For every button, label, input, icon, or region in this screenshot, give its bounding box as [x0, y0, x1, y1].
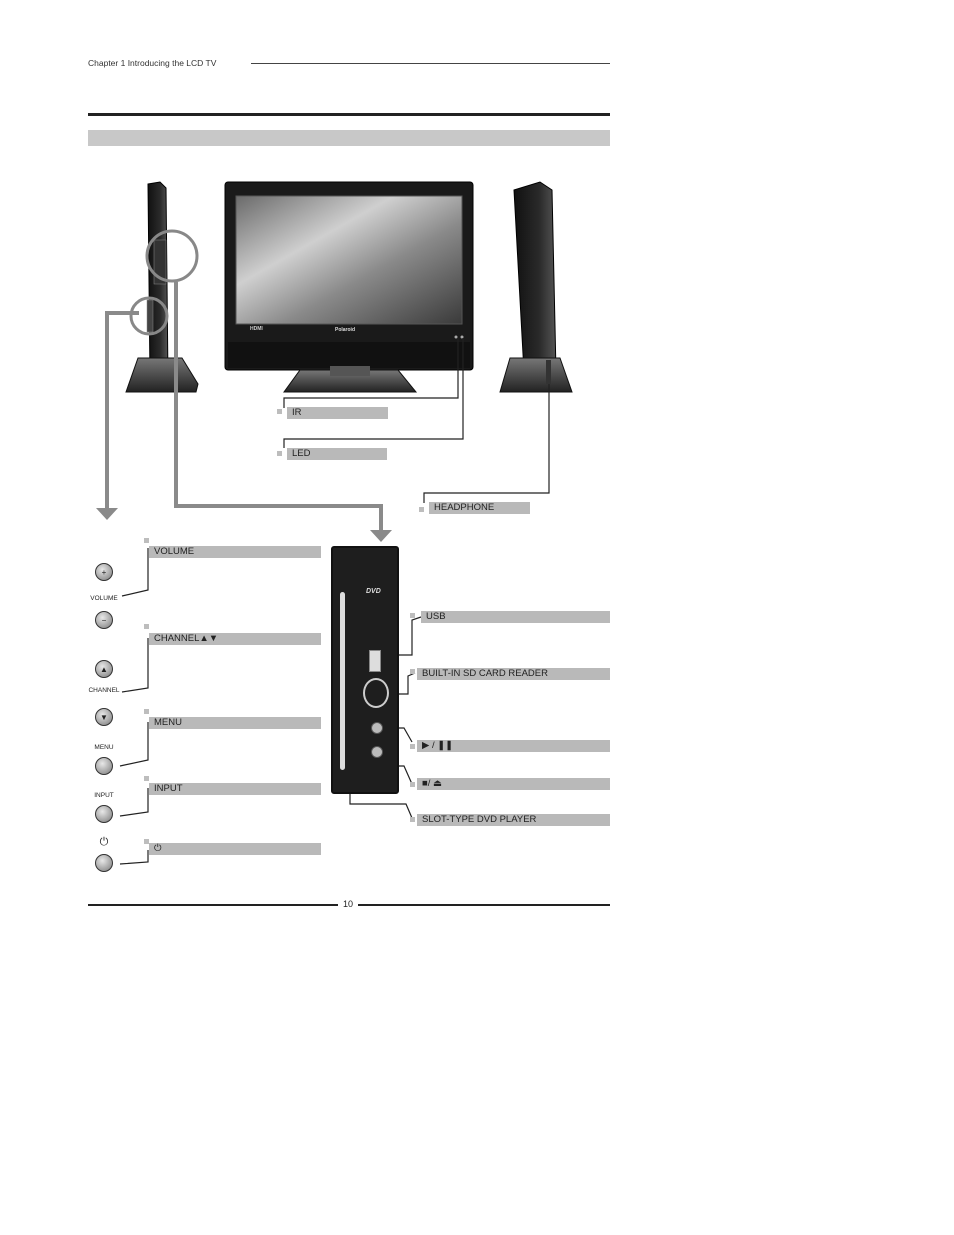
- bullet-input: [144, 776, 149, 781]
- stop-eject-button[interactable]: [371, 746, 383, 758]
- bullet-power: [144, 839, 149, 844]
- page-number: 10: [343, 899, 354, 909]
- stop-eject-label: ■/ ⏏: [417, 778, 610, 790]
- channel-caption: CHANNEL: [88, 687, 120, 694]
- play-pause-label: ▶ / ❚❚: [417, 740, 610, 752]
- menu-label: MENU: [149, 717, 321, 729]
- bullet-ir: [277, 409, 282, 414]
- channel-down-button[interactable]: ▼: [95, 708, 113, 726]
- volume-caption: VOLUME: [90, 595, 118, 602]
- left-side-view: [125, 181, 199, 393]
- power-icon: ⏻: [99, 836, 109, 848]
- bullet-channel: [144, 624, 149, 629]
- dvd-slot[interactable]: [340, 592, 345, 770]
- volume-label: VOLUME: [149, 546, 321, 558]
- bullet-volume: [144, 538, 149, 543]
- dvd-label: SLOT-TYPE DVD PLAYER: [417, 814, 610, 826]
- front-tv-view: [224, 181, 474, 393]
- headphone-label: HEADPHONE: [429, 502, 530, 514]
- volume-down-button[interactable]: −: [95, 611, 113, 629]
- power-button[interactable]: [95, 854, 113, 872]
- channel-label: CHANNEL▲▼: [149, 633, 321, 645]
- bullet-headphone: [419, 507, 424, 512]
- bullet-dvd: [410, 817, 415, 822]
- bullet-led: [277, 451, 282, 456]
- volume-up-button[interactable]: +: [95, 563, 113, 581]
- usb-port[interactable]: [369, 650, 381, 672]
- led-label: LED: [287, 448, 387, 460]
- right-side-view: [499, 181, 573, 393]
- down-arrow-left: [96, 508, 118, 520]
- input-caption: INPUT: [94, 792, 114, 799]
- play-pause-button[interactable]: [371, 722, 383, 734]
- side-panel: DVD: [331, 546, 399, 794]
- bullet-play: [410, 744, 415, 749]
- section-band: [88, 130, 610, 146]
- dvd-logo: DVD: [366, 588, 381, 595]
- chapter-title: Chapter 1 Introducing the LCD TV: [88, 58, 217, 68]
- arrow-lines: [105, 282, 383, 532]
- section-rule: [88, 113, 610, 116]
- header-rule: [251, 63, 610, 64]
- bullet-usb: [410, 613, 415, 618]
- sd-card-slot[interactable]: [363, 678, 389, 708]
- bullet-stop: [410, 782, 415, 787]
- power-label: ⏻: [149, 843, 321, 855]
- hdmi-logo: HDMI: [250, 326, 263, 332]
- ir-label: IR: [287, 407, 388, 419]
- input-label: INPUT: [149, 783, 321, 795]
- input-button[interactable]: [95, 805, 113, 823]
- sd-label: BUILT-IN SD CARD READER: [417, 668, 610, 680]
- bullet-sd: [410, 669, 415, 674]
- down-arrow-right: [370, 530, 392, 542]
- bullet-menu: [144, 709, 149, 714]
- menu-caption: MENU: [94, 744, 114, 751]
- usb-label: USB: [421, 611, 610, 623]
- channel-up-button[interactable]: ▲: [95, 660, 113, 678]
- menu-button[interactable]: [95, 757, 113, 775]
- brand-logo: Polaroid: [335, 327, 356, 333]
